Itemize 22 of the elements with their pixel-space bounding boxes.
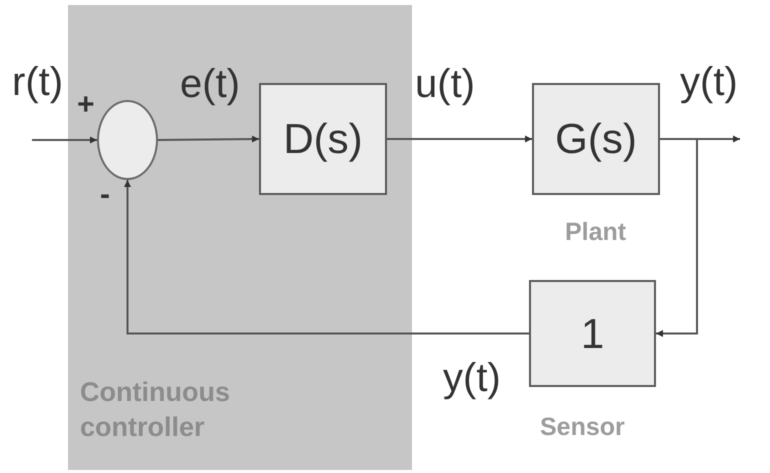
sign-label: - xyxy=(100,180,110,210)
arrow xyxy=(32,136,97,144)
transfer-function-block xyxy=(532,83,660,195)
sign-label: + xyxy=(77,90,95,120)
signal-label: y(t) xyxy=(443,358,501,398)
block-label: D(s) xyxy=(283,118,363,160)
signal-label: y(t) xyxy=(680,62,738,102)
block-label: 1 xyxy=(580,312,604,354)
signal-label: e(t) xyxy=(180,64,240,104)
sensor-block xyxy=(529,280,656,387)
arrow xyxy=(124,180,529,334)
signal-label: r(t) xyxy=(12,62,64,102)
transfer-function-block xyxy=(259,83,387,195)
block-caption: Plant xyxy=(565,218,626,247)
controller-region xyxy=(68,5,412,470)
signal-label: u(t) xyxy=(415,64,475,104)
block-caption: Sensor xyxy=(540,413,625,442)
arrow xyxy=(656,138,698,337)
arrow xyxy=(387,136,532,142)
region-label: Continuous controller xyxy=(80,376,231,444)
arrow xyxy=(158,136,260,143)
block-label: G(s) xyxy=(555,118,637,160)
